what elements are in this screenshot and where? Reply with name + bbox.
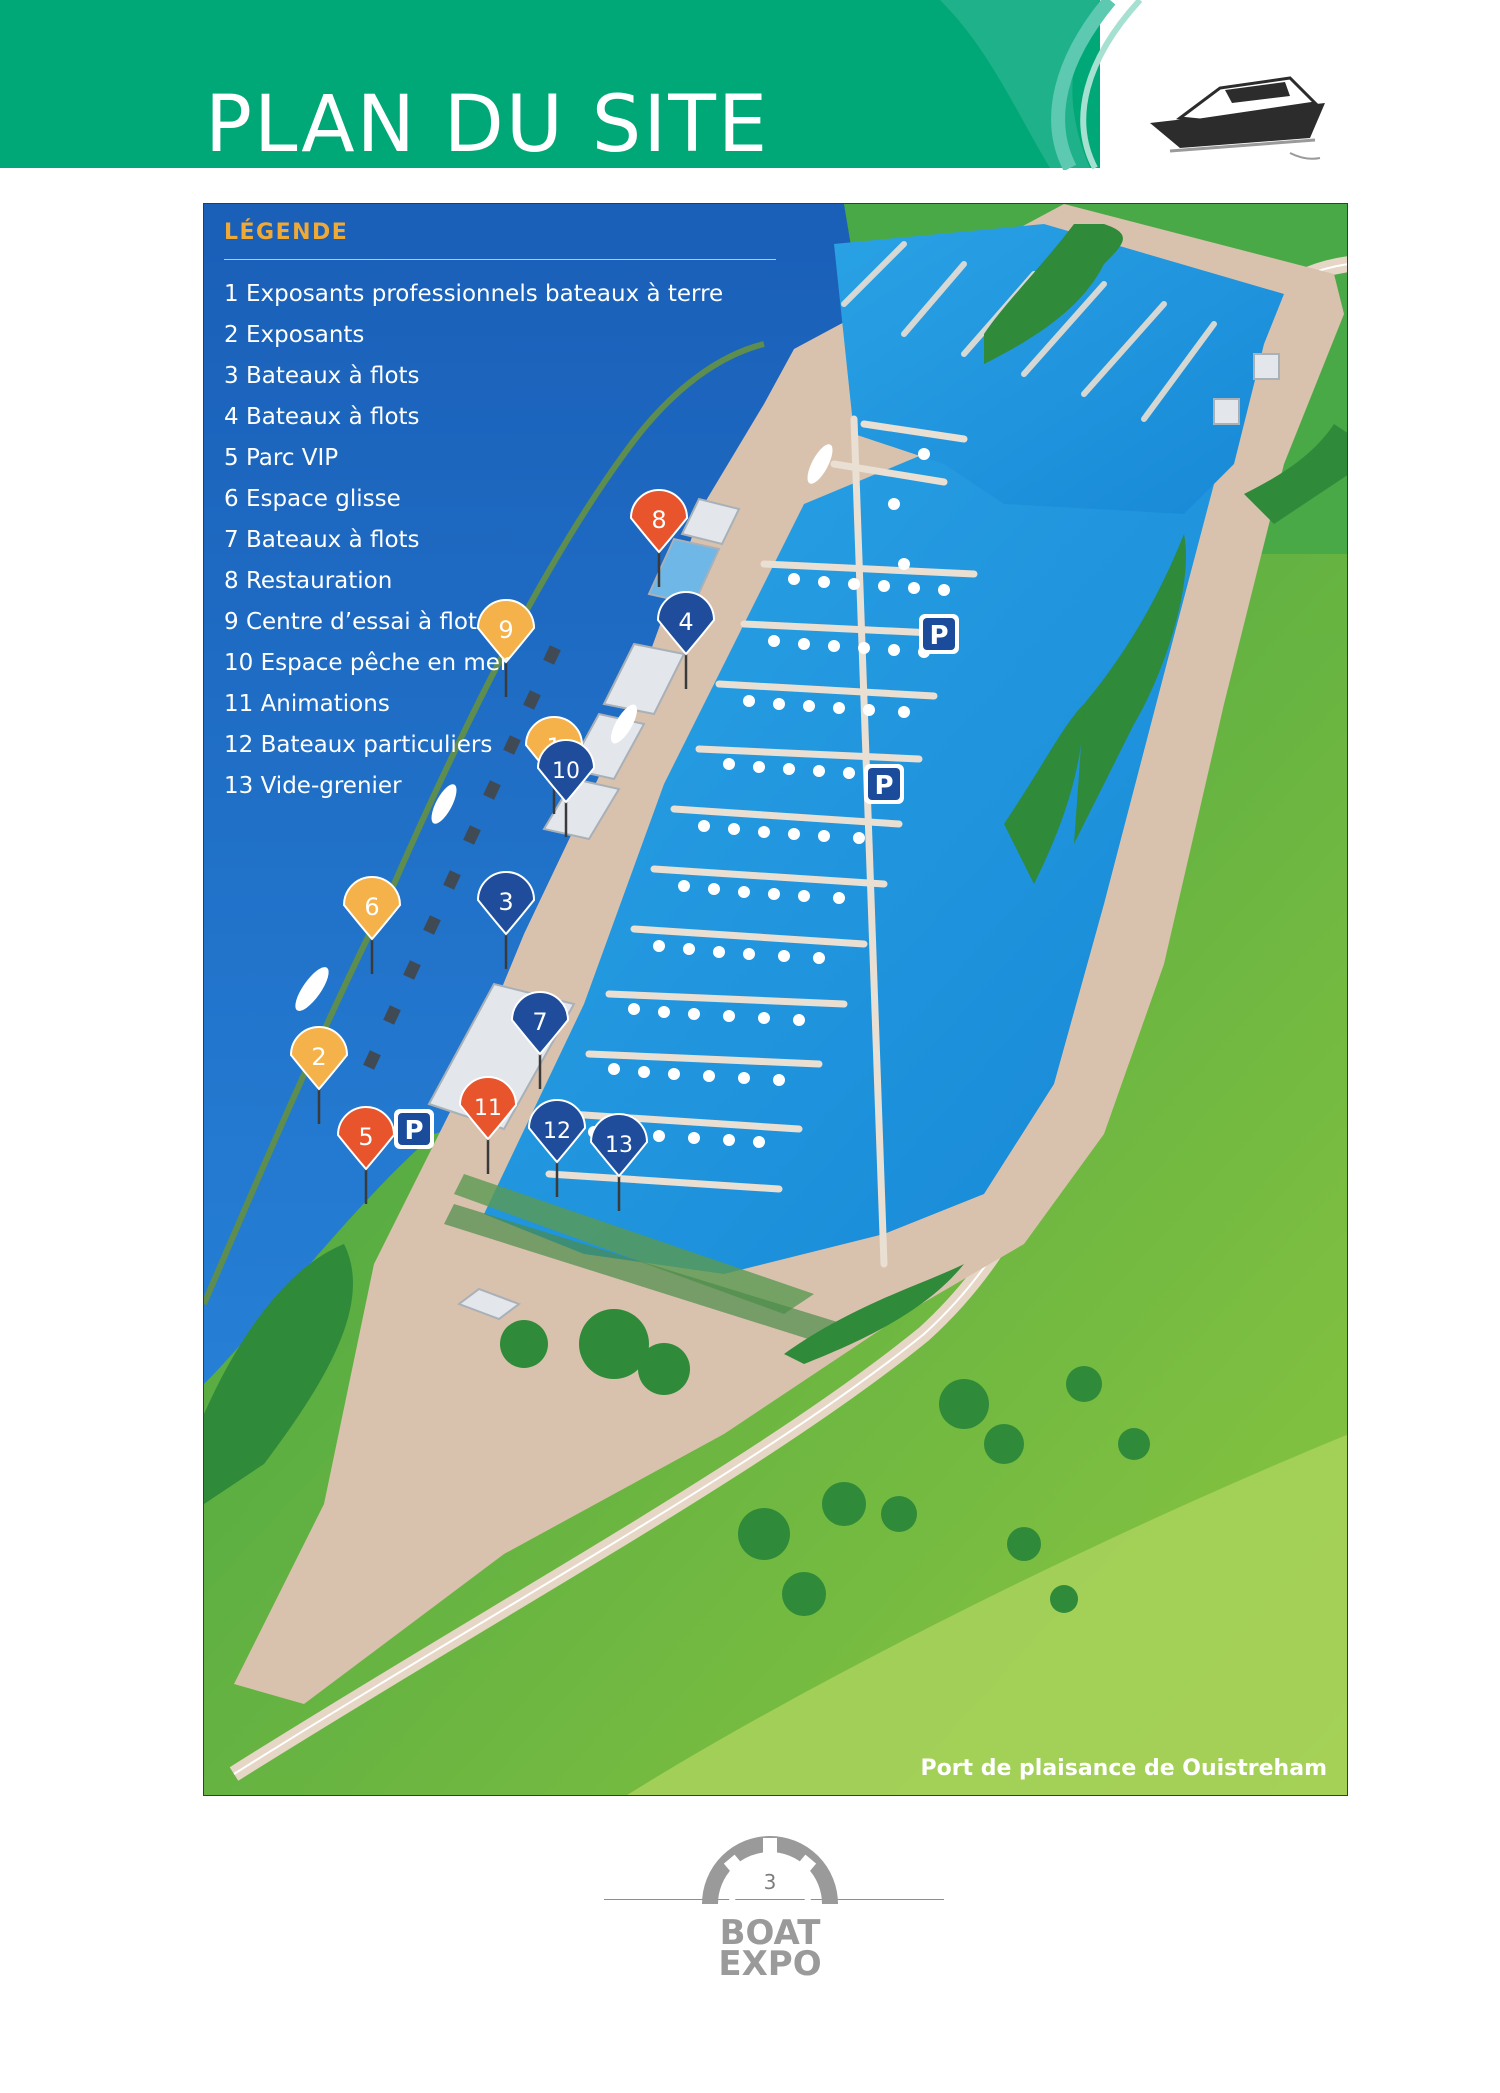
- parking-sign: P: [394, 1109, 434, 1149]
- meadow: [627, 1434, 1347, 1795]
- motorboat-icon: [1150, 76, 1325, 160]
- lawn-strip: [444, 1204, 844, 1344]
- lawn-strip: [454, 1174, 814, 1314]
- marker-label: 3: [498, 888, 513, 916]
- marker-2: 2: [289, 1026, 349, 1124]
- marker-label: 13: [605, 1133, 633, 1158]
- marker-5: 5: [336, 1106, 396, 1204]
- parking-label: P: [874, 771, 893, 801]
- marker-label: 5: [358, 1123, 373, 1151]
- footer-rule: [604, 1899, 944, 1900]
- harbor-basin: [484, 454, 1214, 1274]
- marker-label: 11: [474, 1096, 502, 1121]
- legend-item: 10 Espace pêche en mer: [224, 650, 510, 676]
- marker-10: 10: [536, 739, 596, 837]
- marker-7: 7: [510, 991, 570, 1089]
- logo-text-bottom: EXPO: [718, 1944, 821, 1982]
- site-map: P P P 1 2 3 4: [203, 203, 1348, 1796]
- legend-item: 13 Vide-grenier: [224, 773, 402, 799]
- legend-item: 2 Exposants: [224, 322, 365, 348]
- exhibitor-stands: [363, 645, 561, 1070]
- marker-11: 11: [458, 1076, 518, 1174]
- legend-item: 6 Espace glisse: [224, 486, 401, 512]
- legend-item: 9 Centre d’essai à flot: [224, 609, 477, 635]
- marker-label: 4: [678, 608, 693, 636]
- page-number: 3: [763, 1870, 777, 1894]
- page-footer: BOAT EXPO 3: [0, 1820, 1500, 1982]
- legend-title: LÉGENDE: [224, 220, 776, 260]
- legend-item: 4 Bateaux à flots: [224, 404, 420, 430]
- boat-expo-logo: BOAT EXPO: [702, 1836, 838, 1982]
- marker-label: 8: [651, 506, 666, 534]
- legend-item: 1 Exposants professionnels bateaux à ter…: [224, 281, 724, 307]
- marker-label: 7: [532, 1008, 547, 1036]
- legend-item: 7 Bateaux à flots: [224, 527, 420, 553]
- marker-label: 10: [552, 759, 580, 784]
- harbor-map-illustration: P P P 1 2 3 4: [204, 204, 1347, 1795]
- pontoons: [545, 415, 978, 1268]
- marker-9: 9: [476, 599, 536, 697]
- marker-6: 6: [342, 876, 402, 974]
- marker-label: 2: [311, 1043, 326, 1071]
- legend-item: 12 Bateaux particuliers: [224, 732, 493, 758]
- shoreline: [204, 341, 765, 1306]
- marker-13: 13: [589, 1113, 649, 1211]
- legend-item: 8 Restauration: [224, 568, 393, 594]
- marker-3: 3: [476, 871, 536, 969]
- map-caption: Port de plaisance de Ouistreham: [920, 1756, 1327, 1781]
- map-legend: LÉGENDE 1 Exposants professionnels batea…: [224, 220, 784, 807]
- marker-label: 6: [364, 893, 379, 921]
- marker-4: 4: [656, 591, 716, 689]
- parking-sign: P: [919, 614, 959, 654]
- legend-item: 3 Bateaux à flots: [224, 363, 420, 389]
- page-header: PLAN DU SITE: [0, 0, 1500, 170]
- marker-label: 12: [543, 1119, 571, 1144]
- logo-text-top: BOAT: [720, 1913, 822, 1953]
- page-title: PLAN DU SITE: [205, 80, 770, 170]
- legend-item: 11 Animations: [224, 691, 390, 717]
- marker-8: 8: [629, 489, 689, 587]
- parking-label: P: [929, 621, 948, 651]
- legend-list: 1 Exposants professionnels bateaux à ter…: [224, 274, 784, 807]
- parking-sign: P: [864, 764, 904, 804]
- sea-boats: [295, 444, 833, 1011]
- trees: [204, 224, 1347, 1616]
- marker-12: 12: [527, 1099, 587, 1197]
- upper-basin: [834, 224, 1284, 514]
- marker-label: 9: [498, 616, 513, 644]
- legend-item: 5 Parc VIP: [224, 445, 339, 471]
- parking-label: P: [404, 1116, 423, 1146]
